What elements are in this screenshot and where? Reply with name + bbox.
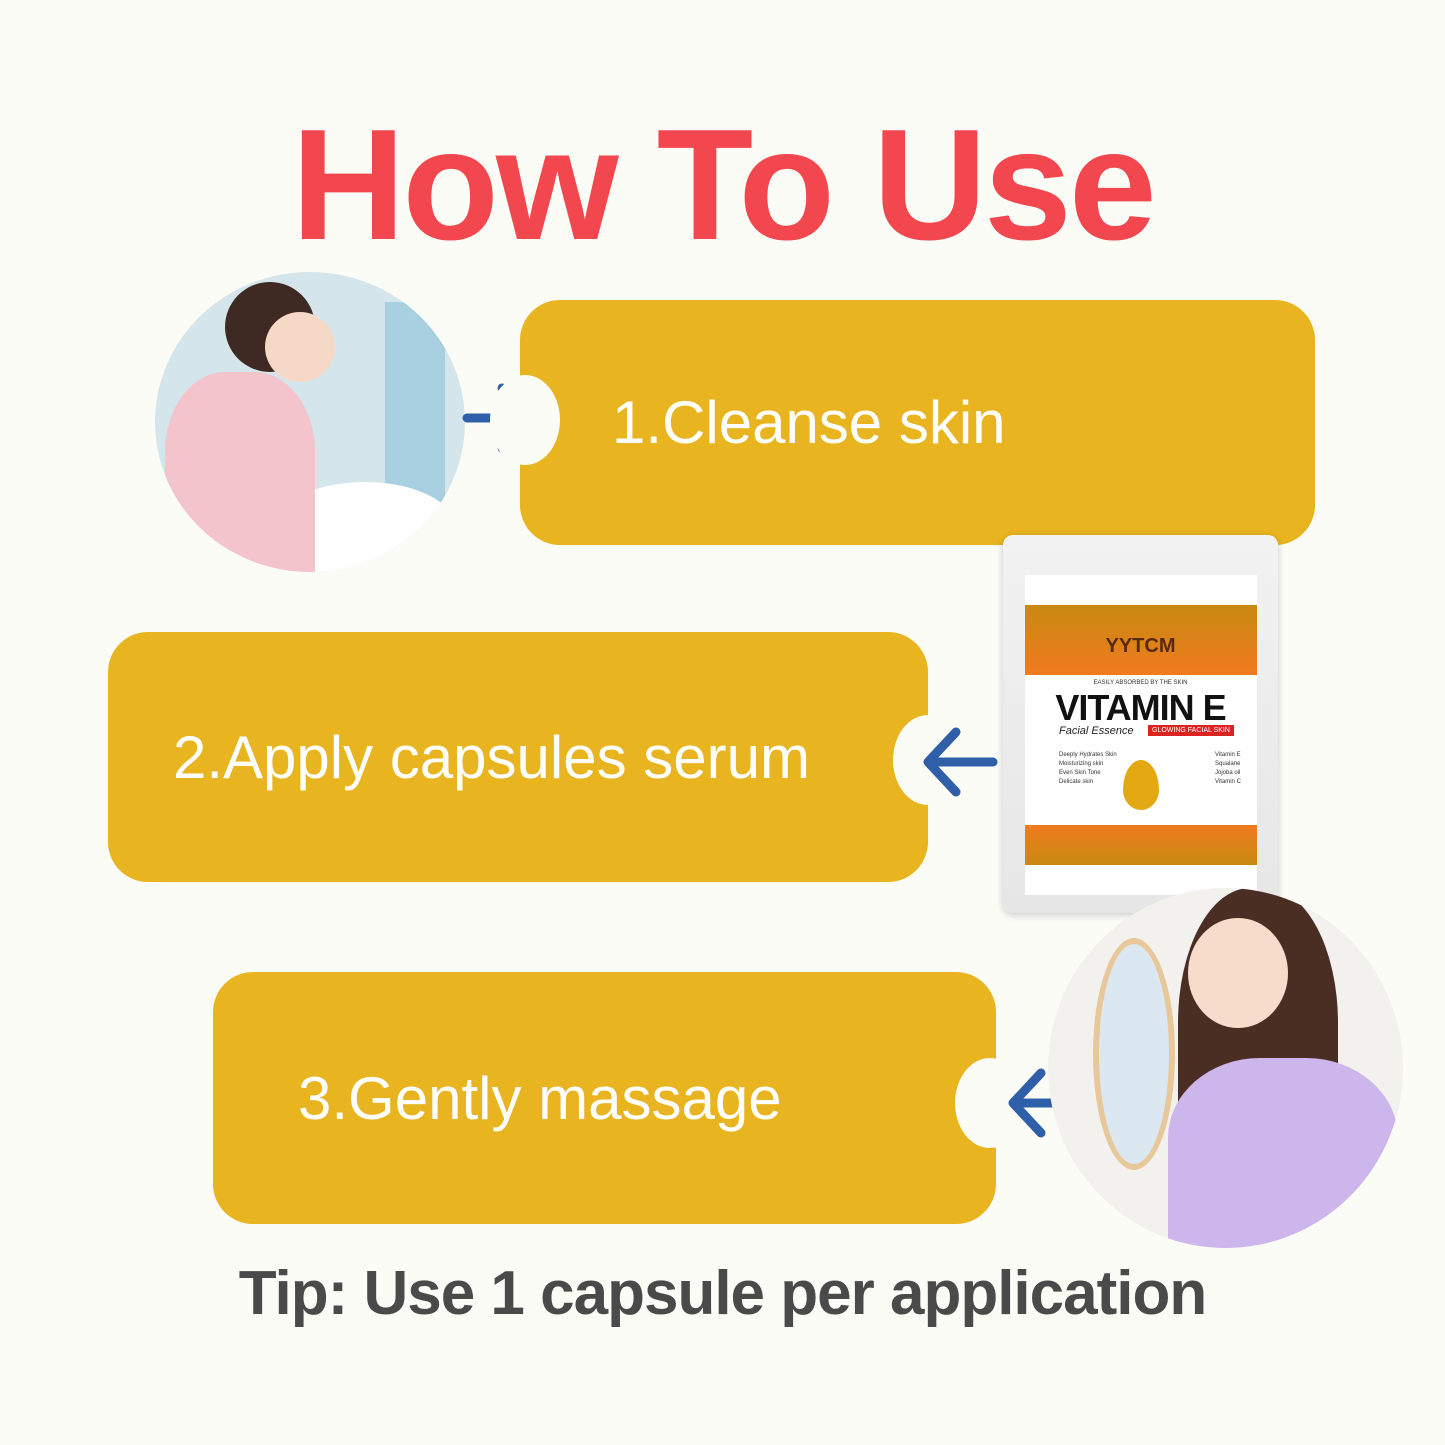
product-package-image: YYTCM EASILY ABSORBED BY THE SKIN VITAMI… [1003,535,1278,913]
step-1-label: 1.Cleanse skin [612,389,1006,456]
face-massage-illustration [1048,888,1403,1248]
step-2-label: 2.Apply capsules serum [173,723,810,791]
step-3-band: 3.Gently massage [213,972,996,1224]
page-title: How To Use [291,97,1156,273]
face-washing-illustration [155,272,465,572]
step-3-label: 3.Gently massage [298,1064,782,1132]
step-2-band: 2.Apply capsules serum [108,632,928,882]
arrow-left-icon [923,727,998,797]
step-1-band: 1.Cleanse skin [520,300,1315,545]
usage-tip: Tip: Use 1 capsule per application [238,1259,1207,1328]
